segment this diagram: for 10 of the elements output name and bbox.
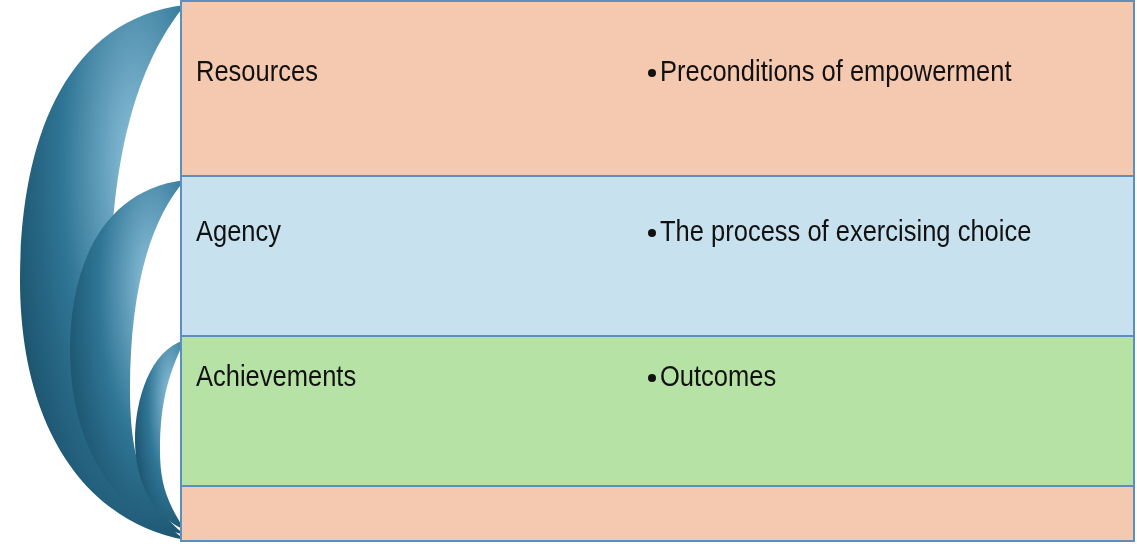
category-band [180,175,1135,337]
band-heading: Achievements [196,359,357,393]
band-heading: Resources [196,54,318,88]
bullet-text: Preconditions of empowerment [660,54,1012,88]
empty-band [180,485,1135,542]
bullet-text: The process of exercising choice [660,214,1032,248]
category-band [180,0,1135,177]
category-band [180,335,1135,487]
band-heading: Agency [196,214,282,248]
bullet-text: Outcomes [660,359,777,393]
